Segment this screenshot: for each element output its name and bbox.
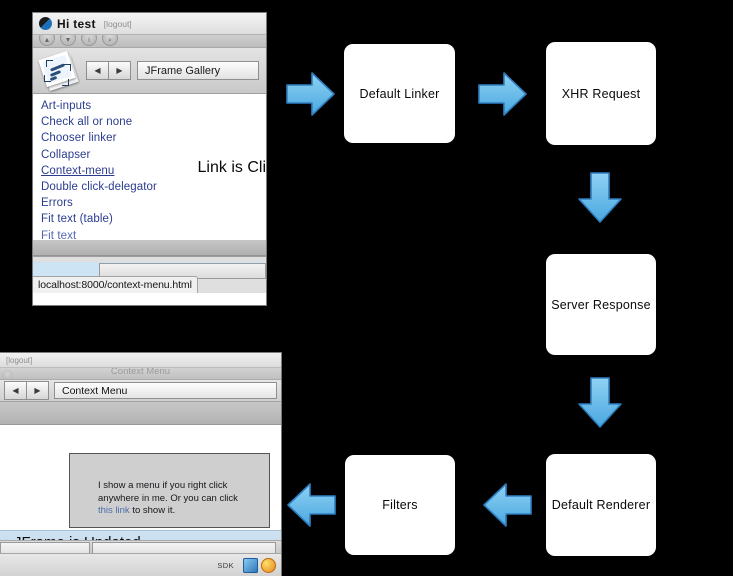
greeting-label: Hi test xyxy=(57,16,96,31)
window1-content: Art-inputs Check all or none Chooser lin… xyxy=(33,94,266,242)
arrow-right-into-default-linker xyxy=(286,71,336,117)
tab-left[interactable] xyxy=(0,542,90,554)
toolbar-glyph-3: i xyxy=(88,37,90,44)
toolbar-circle-icon-2[interactable] xyxy=(60,35,76,46)
toolbar-circle-icon-4[interactable] xyxy=(102,35,118,46)
demo-text-after: to show it. xyxy=(129,505,176,517)
list-item[interactable]: Errors xyxy=(41,197,73,210)
context-menu-demo-box[interactable]: I show a menu if you right click anywher… xyxy=(69,453,270,528)
demo-link-list: Art-inputs Check all or none Chooser lin… xyxy=(41,98,266,244)
list-item-context-menu[interactable]: Context-menu xyxy=(41,164,115,177)
breadcrumb-context-menu[interactable]: Context Menu xyxy=(54,382,277,399)
window1-splitter[interactable] xyxy=(33,239,266,256)
window2-ghost-toolbar: Context Menu xyxy=(0,368,281,380)
blue-app-icon[interactable] xyxy=(243,557,258,573)
flow-box-server-response[interactable]: Server Response xyxy=(546,254,656,355)
flow-box-label: Default Renderer xyxy=(551,498,651,512)
app-logo-icon xyxy=(39,17,52,30)
window1-navbar: ◀ ▶ JFrame Gallery xyxy=(33,48,266,94)
toolbar-glyph-4: ⌕ xyxy=(108,37,112,44)
forward-button[interactable]: ▶ xyxy=(27,381,49,400)
window2-tab-strip xyxy=(0,540,281,554)
demo-text-before: I show a menu if you right click anywher… xyxy=(98,480,238,504)
list-item[interactable]: Double click-delegator xyxy=(41,181,157,194)
sdk-label: SDK xyxy=(217,560,234,570)
window1-toolbar-strip: ▲ ▼ i ⌕ xyxy=(33,35,266,48)
toolbar-glyph-2: ▼ xyxy=(64,37,72,44)
window2-secondary-toolbar xyxy=(0,402,281,425)
window2-nav-buttons: ◀ ▶ xyxy=(4,381,49,400)
breadcrumb-jframe-gallery[interactable]: JFrame Gallery xyxy=(137,61,259,80)
flow-box-default-renderer[interactable]: Default Renderer xyxy=(546,454,656,556)
toolbar-circle-icon-1[interactable] xyxy=(39,35,55,46)
logout-link[interactable]: [logout] xyxy=(103,18,132,29)
flow-box-default-linker[interactable]: Default Linker xyxy=(344,44,455,143)
list-item[interactable]: Collapser xyxy=(41,148,91,161)
flow-box-label: XHR Request xyxy=(561,86,641,101)
list-item[interactable]: Fit text xyxy=(41,229,77,242)
arrow-right-to-xhr-request xyxy=(478,71,528,117)
photo-gallery-icon xyxy=(38,50,79,91)
list-item[interactable]: Chooser linker xyxy=(41,132,117,145)
window1-titlebar: Hi test [logout] xyxy=(33,13,266,35)
tab-right[interactable] xyxy=(92,542,276,554)
window2-ghost-title: Context Menu xyxy=(110,368,171,377)
window1-nav-buttons: ◀ ▶ xyxy=(86,61,131,80)
arrow-down-to-default-renderer xyxy=(577,377,623,429)
logout-link[interactable]: [logout] xyxy=(6,355,33,365)
list-item[interactable]: Fit text (table) xyxy=(41,213,113,226)
flow-box-label: Default Linker xyxy=(359,86,440,101)
flow-box-filters[interactable]: Filters xyxy=(345,455,455,555)
flow-box-label: Server Response xyxy=(551,297,651,312)
orange-swirl-icon[interactable] xyxy=(261,557,276,573)
arrow-left-to-filters xyxy=(482,482,532,528)
arrow-down-to-server-response xyxy=(577,172,623,224)
browser-window-context-menu[interactable]: [logout] Context Menu ◀ ▶ Context Menu I… xyxy=(0,353,281,576)
flow-box-label: Filters xyxy=(382,498,418,512)
list-item[interactable]: Art-inputs xyxy=(41,100,92,112)
forward-button[interactable]: ▶ xyxy=(109,61,131,80)
list-item[interactable]: Check all or none xyxy=(41,116,133,129)
toolbar-glyph-1: ▲ xyxy=(43,37,51,44)
window2-titlebar: [logout] xyxy=(0,353,281,368)
toolbar-circle-icon-3[interactable] xyxy=(81,35,97,46)
toolbar-circle-icon[interactable] xyxy=(2,370,13,379)
context-menu-demo-text: I show a menu if you right click anywher… xyxy=(98,480,248,518)
back-button[interactable]: ◀ xyxy=(86,61,109,80)
arrow-left-out-of-filters xyxy=(286,482,336,528)
browser-window-jframe-gallery[interactable]: Hi test [logout] ▲ ▼ i ⌕ ◀ ▶ JFrame Gall… xyxy=(33,13,266,305)
back-button[interactable]: ◀ xyxy=(4,381,27,400)
window2-navbar: ◀ ▶ Context Menu xyxy=(0,380,281,402)
flow-box-xhr-request[interactable]: XHR Request xyxy=(546,42,656,145)
window2-statusbar: SDK xyxy=(0,553,281,576)
status-url-tooltip: localhost:8000/context-menu.html xyxy=(33,276,198,293)
this-link-anchor[interactable]: this link xyxy=(98,505,130,517)
link-is-clicked-overlay: Link is Click xyxy=(197,159,266,176)
window1-lower-panel: localhost:8000/context-menu.html xyxy=(33,256,266,293)
